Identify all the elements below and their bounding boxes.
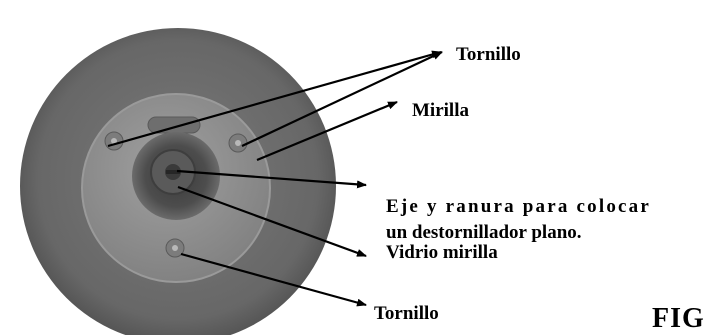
label-tornillo-bottom: Tornillo (374, 303, 439, 324)
label-eje-line1: Eje y ranura para colocar (386, 196, 652, 217)
arrow-mirilla (256, 100, 398, 162)
arrow-tornillo-bottom (180, 252, 367, 307)
label-mirilla: Mirilla (412, 100, 469, 121)
label-vidrio-mirilla: Vidrio mirilla (386, 242, 498, 263)
screw-left (104, 131, 124, 151)
screwdriver-slot (166, 170, 180, 174)
arrow-vidrio (177, 185, 367, 258)
screw-bottom (165, 238, 185, 258)
arrow-eje (176, 169, 367, 189)
arrow-tornillo-right (241, 51, 443, 147)
figure-label: FIG (652, 303, 705, 334)
screw-right (228, 133, 248, 153)
arrow-tornillo-left (107, 50, 442, 148)
label-eje-line2: un destornillador plano. (386, 222, 582, 243)
plate-slot (147, 116, 201, 134)
label-tornillo-top: Tornillo (456, 44, 521, 65)
